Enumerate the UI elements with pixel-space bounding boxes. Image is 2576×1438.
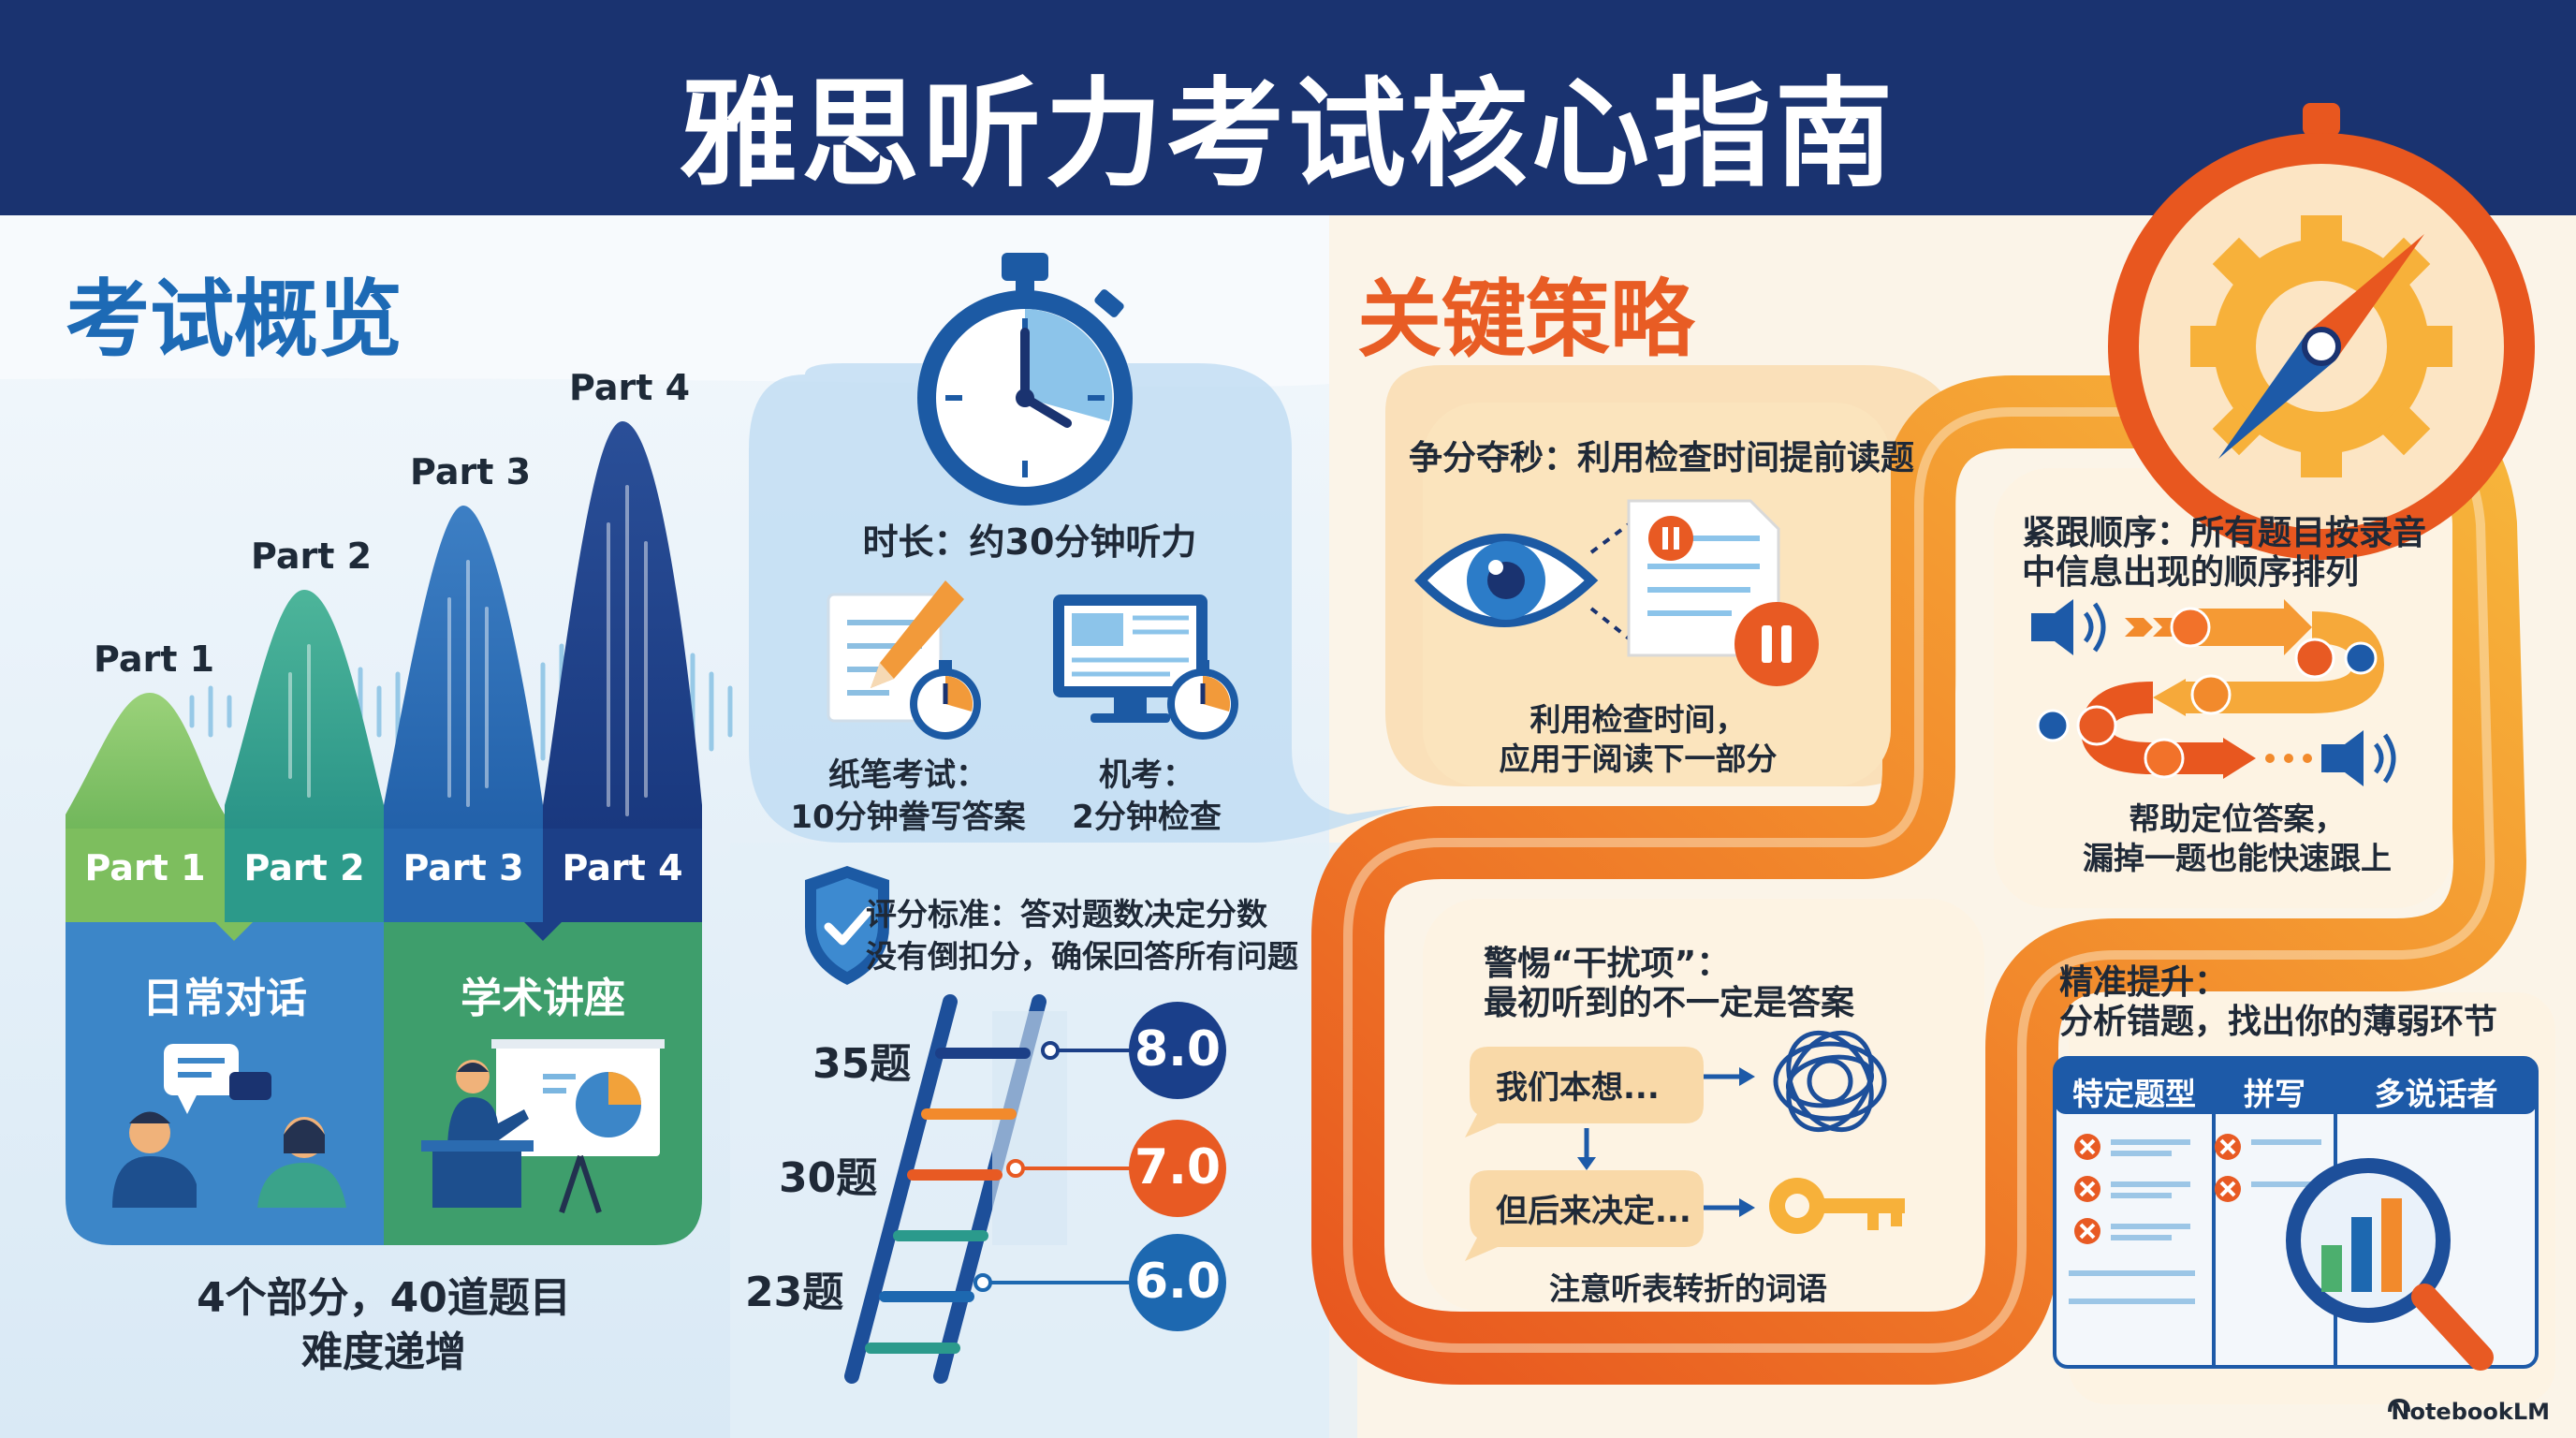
distractor-chip-later: 但后来决定... — [1496, 1193, 1691, 1230]
part-4-band-label: Part 4 — [562, 847, 683, 888]
lecture-illustration — [421, 1039, 665, 1213]
table-header-question-type: 特定题型 — [2072, 1076, 2196, 1112]
paper-exam-icon — [827, 580, 981, 740]
overview-summary-line1: 4个部分，40道题目 — [197, 1274, 571, 1322]
part-1-band-label: Part 1 — [84, 847, 206, 888]
rung-questions-35: 35题 — [812, 1040, 912, 1088]
computer-exam-icon — [1053, 594, 1238, 740]
part-1-peak-label: Part 1 — [94, 638, 215, 680]
computer-exam-line2: 2分钟检查 — [1072, 799, 1222, 836]
brand-watermark: NotebookLM — [2391, 1399, 2550, 1425]
strategy-1-title: 争分夺秒：利用检查时间提前读题 — [1409, 439, 1915, 477]
paper-exam-line1: 纸笔考试： — [828, 756, 988, 794]
distractor-flow — [1465, 1030, 1905, 1261]
band-score-8: 8.0 — [1134, 1021, 1222, 1078]
strategy-2-caption-line2: 漏掉一题也能快速跟上 — [2083, 840, 2392, 876]
computer-exam-line1: 机考： — [1099, 756, 1194, 794]
strategy-1-caption-line2: 应用于阅读下一部分 — [1499, 741, 1778, 777]
category-daily-conversation: 日常对话 — [142, 975, 307, 1022]
rung-questions-23: 23题 — [745, 1269, 844, 1316]
overview-heading: 考试概览 — [66, 271, 402, 369]
band-score-7: 7.0 — [1134, 1139, 1222, 1196]
stopwatch-icon — [917, 253, 1133, 506]
parts-waveform — [66, 421, 733, 903]
category-academic-lecture: 学术讲座 — [461, 975, 625, 1022]
strategy-3-title-line1: 警惕“干扰项”： — [1484, 945, 1731, 983]
distractor-chip-initial: 我们本想... — [1496, 1069, 1660, 1107]
rung-questions-30: 30题 — [779, 1154, 878, 1202]
conversation-illustration — [112, 1044, 346, 1208]
paper-exam-line2: 10分钟誊写答案 — [790, 799, 1026, 836]
table-header-multiple-speakers: 多说话者 — [2374, 1076, 2498, 1112]
shield-check-icon — [805, 866, 889, 985]
order-sequence — [2031, 599, 2396, 786]
part-3-peak-label: Part 3 — [410, 451, 532, 492]
scoring-line1: 评分标准：答对题数决定分数 — [866, 896, 1267, 932]
strategy-2-caption-line1: 帮助定位答案， — [2129, 800, 2346, 837]
header-bar — [0, 0, 2576, 215]
strategy-3-caption: 注意听表转折的词语 — [1549, 1270, 1827, 1307]
compass-icon — [2108, 103, 2535, 560]
part-2-peak-label: Part 2 — [251, 536, 373, 577]
strategy-1-caption-line1: 利用检查时间， — [1530, 701, 1747, 738]
analysis-table — [2053, 1056, 2539, 1371]
strategy-4-title-line2: 分析错题，找出你的薄弱环节 — [2059, 1003, 2498, 1041]
overview-summary-line2: 难度递增 — [301, 1328, 466, 1376]
eye-icon — [1414, 522, 1640, 648]
strategy-4-title-line1: 精准提升： — [2059, 963, 2229, 1002]
score-ladder — [844, 994, 1226, 1384]
strategy-3-title-line2: 最初听到的不一定是答案 — [1484, 984, 1855, 1022]
part-3-band-label: Part 3 — [402, 847, 524, 888]
duration-text: 时长：约30分钟听力 — [862, 521, 1197, 563]
page-title: 雅思听力考试核心指南 — [680, 66, 1896, 203]
band-score-6: 6.0 — [1134, 1254, 1222, 1310]
document-pause-icon — [1627, 499, 1819, 686]
scoring-line2: 没有倒扣分，确保回答所有问题 — [866, 938, 1298, 975]
strategy-2-title-line2: 中信息出现的顺序排列 — [2022, 553, 2360, 592]
table-header-spelling: 拼写 — [2244, 1076, 2305, 1112]
part-4-peak-label: Part 4 — [569, 367, 691, 408]
part-2-band-label: Part 2 — [243, 847, 365, 888]
strategy-heading: 关键策略 — [1357, 271, 1694, 369]
strategy-2-title-line1: 紧跟顺序：所有题目按录音 — [2022, 514, 2427, 552]
